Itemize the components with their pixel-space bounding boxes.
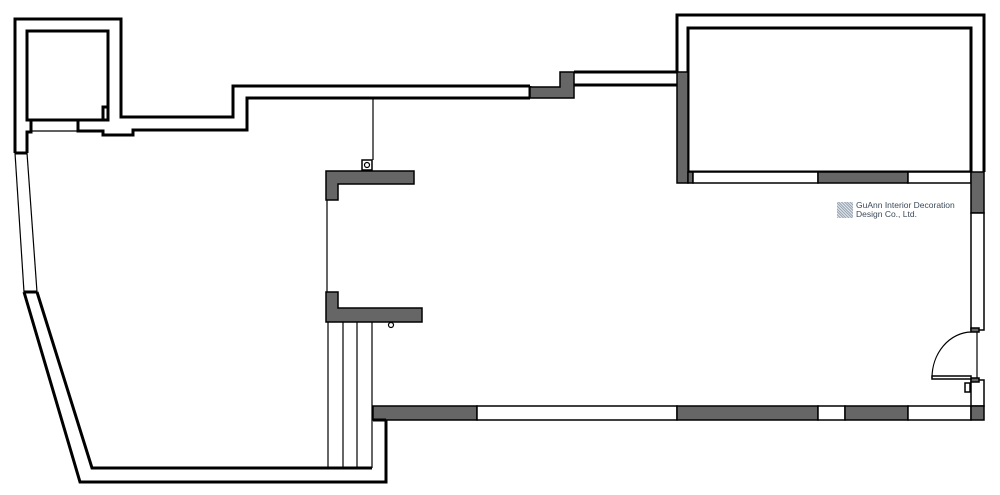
logo-line-1: GuAnn Interior Decoration [856, 200, 955, 210]
company-logo: GuAnn Interior Decoration Design Co., Lt… [837, 201, 955, 219]
interior-partitions [325, 98, 423, 329]
logo-line-2: Design Co., Ltd. [856, 209, 917, 219]
logo-mark-icon [837, 202, 853, 218]
staircase [327, 322, 373, 468]
top-right-room [675, 13, 986, 214]
small-room-walls [13, 17, 530, 155]
left-slanted-wall [14, 152, 388, 484]
bottom-wall [372, 405, 985, 422]
top-wall [528, 70, 677, 99]
door-swing-arc [931, 331, 972, 379]
outlet-icon [361, 159, 373, 171]
right-wall [931, 212, 985, 407]
logo-text: GuAnn Interior Decoration Design Co., Lt… [856, 201, 955, 219]
outlet-icon [387, 321, 395, 329]
